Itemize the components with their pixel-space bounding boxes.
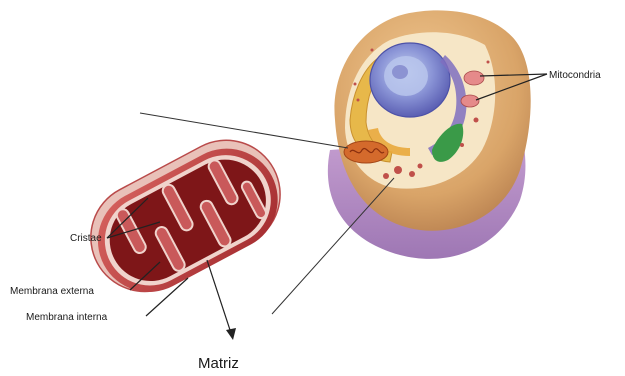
cell-mitochondrion-2 — [464, 71, 484, 85]
label-mitocondria: Mitocondria — [549, 70, 601, 81]
label-membrana-interna: Membrana interna — [26, 312, 108, 323]
nucleolus — [392, 65, 408, 79]
label-membrana-externa: Membrana externa — [10, 286, 94, 297]
mitochondrion-cutaway — [72, 121, 300, 312]
cell-mitochondrion-3 — [461, 95, 479, 107]
pointer-matriz-arrowhead — [226, 328, 236, 340]
animal-cell — [328, 10, 531, 258]
label-matriz: Matriz — [198, 355, 239, 372]
label-cristae: Cristae — [70, 233, 102, 244]
pointer-matriz — [207, 260, 232, 336]
